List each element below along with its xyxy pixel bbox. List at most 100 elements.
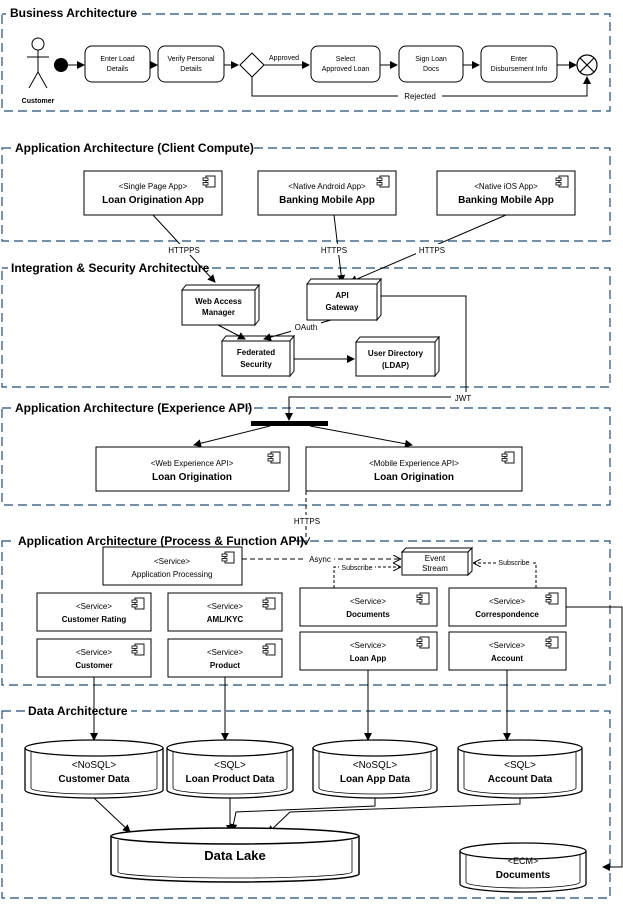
rejected-label: Rejected (404, 92, 436, 101)
db-ecm-documents: <ECM> Documents (459, 842, 587, 893)
svg-text:Approved Loan: Approved Loan (322, 66, 370, 73)
experience-mobile-api: <Mobile Experience API> Loan Origination (305, 446, 523, 492)
svg-text:Loan Origination App: Loan Origination App (102, 195, 204, 206)
fork-bar (251, 421, 328, 426)
svg-text:<Service>: <Service> (207, 602, 243, 611)
db-loan-app-data: <NoSQL> Loan App Data (312, 739, 438, 799)
svg-text:<SQL>: <SQL> (214, 760, 246, 771)
service-customer-rating: <Service> Customer Rating (36, 592, 152, 632)
service-aml-kyc: <Service> AML/KYC (167, 592, 283, 632)
approved-label: Approved (269, 55, 299, 62)
step-sign: Sign Loan Docs (398, 45, 464, 83)
svg-text:<Service>: <Service> (489, 597, 525, 606)
svg-text:Loan Product Data: Loan Product Data (186, 774, 275, 785)
node-event-stream: Event Stream (400, 546, 474, 577)
lane-title-process: Application Architecture (Process & Func… (18, 534, 304, 548)
svg-text:Enter Load: Enter Load (100, 56, 134, 63)
svg-text:Loan App Data: Loan App Data (340, 774, 411, 785)
svg-text:Docs: Docs (423, 66, 439, 73)
svg-text:Loan Origination: Loan Origination (152, 472, 232, 483)
svg-text:<NoSQL>: <NoSQL> (353, 760, 398, 771)
svg-text:Banking Mobile App: Banking Mobile App (458, 195, 554, 206)
edge-customer-lake (93, 797, 131, 833)
svg-text:<Single Page App>: <Single Page App> (119, 182, 188, 191)
svg-text:AML/KYC: AML/KYC (207, 615, 244, 624)
node-web-access-manager: Web Access Manager (180, 283, 261, 327)
svg-text:Documents: Documents (346, 610, 390, 619)
jwt-label: JWT (455, 394, 472, 403)
svg-text:<SQL>: <SQL> (504, 760, 536, 771)
end-node (576, 54, 598, 76)
service-application-processing: <Service> Application Processing (102, 546, 243, 586)
svg-text:Customer: Customer (75, 661, 112, 670)
actor-label: Customer (22, 98, 55, 105)
svg-text:Customer Data: Customer Data (58, 774, 130, 785)
edge-subscribe-correspondence (474, 563, 537, 588)
db-loan-product-data: <SQL> Loan Product Data (166, 739, 294, 799)
step-select: Select Approved Loan (310, 45, 381, 83)
edge-wam-federated (217, 324, 246, 340)
svg-text:<NoSQL>: <NoSQL> (72, 760, 117, 771)
httpps-label: HTTPPS (168, 246, 200, 255)
https-label-3: HTTPS (294, 517, 320, 526)
svg-text:<Service>: <Service> (76, 602, 112, 611)
svg-text:Data Lake: Data Lake (204, 848, 265, 863)
lane-data: Data Architecture (1, 702, 611, 899)
svg-text:Account Data: Account Data (488, 774, 553, 785)
db-account-data: <SQL> Account Data (457, 739, 583, 799)
https-label-2: HTTPS (419, 246, 445, 255)
svg-text:<Service>: <Service> (489, 641, 525, 650)
svg-text:Banking Mobile App: Banking Mobile App (279, 195, 375, 206)
svg-text:Select: Select (336, 56, 356, 63)
subscribe-label-2: Subscribe (498, 560, 529, 567)
svg-text:<Native iOS App>: <Native iOS App> (474, 182, 538, 191)
lane-title-data: Data Architecture (28, 704, 128, 718)
svg-text:<Mobile Experience API>: <Mobile Experience API> (369, 459, 459, 468)
svg-text:<Web Experience API>: <Web Experience API> (151, 459, 234, 468)
node-user-directory: User Directory (LDAP) (354, 335, 441, 378)
lane-title-experience: Application Architecture (Experience API… (15, 401, 252, 415)
service-documents: <Service> Documents (299, 587, 438, 627)
svg-text:Documents: Documents (496, 870, 551, 881)
https-label-1: HTTPS (321, 246, 347, 255)
decision-diamond (239, 52, 265, 78)
edge-subscribe-documents (333, 567, 400, 588)
svg-text:Product: Product (210, 661, 241, 670)
svg-text:Enter: Enter (511, 56, 528, 63)
svg-text:<Service>: <Service> (207, 648, 243, 657)
step-verify: Verify Personal Details (157, 45, 225, 83)
svg-text:Security: Security (240, 360, 272, 369)
subscribe-label-1: Subscribe (341, 565, 372, 572)
svg-text:Customer Rating: Customer Rating (62, 615, 127, 624)
svg-text:Account: Account (491, 654, 523, 663)
svg-text:Loan Origination: Loan Origination (374, 472, 454, 483)
oauth-label: OAuth (295, 323, 318, 332)
edge-fork-web (193, 425, 271, 448)
service-correspondence: <Service> Correspondence (448, 587, 567, 627)
async-label: Async (309, 555, 331, 564)
db-customer-data: <NoSQL> Customer Data (24, 739, 164, 799)
client-android-app: <Native Android App> Banking Mobile App (257, 170, 397, 216)
step-enter-load: Enter Load Details (84, 45, 151, 83)
edge-loanapp-lake (229, 798, 376, 832)
svg-text:Application Processing: Application Processing (132, 570, 213, 579)
client-spa-app: <Single Page App> Loan Origination App (83, 170, 223, 216)
svg-text:Disbursement Info: Disbursement Info (491, 66, 548, 73)
lane-process: Application Architecture (Process & Func… (1, 532, 611, 686)
svg-text:<Service>: <Service> (350, 597, 386, 606)
lane-title-integration: Integration & Security Architecture (11, 261, 210, 275)
service-loan-app: <Service> Loan App (299, 631, 438, 671)
svg-text:<Service>: <Service> (350, 641, 386, 650)
svg-text:Details: Details (180, 66, 202, 73)
lane-experience: Application Architecture (Experience API… (1, 399, 611, 506)
svg-text:Loan App: Loan App (350, 654, 387, 663)
svg-text:Web Access: Web Access (195, 297, 242, 306)
svg-text:Verify Personal: Verify Personal (167, 56, 215, 63)
service-product: <Service> Product (167, 638, 283, 678)
edge-correspondence-ecm (566, 606, 623, 871)
edge-fork-mobile (309, 425, 413, 448)
svg-text:Gateway: Gateway (326, 303, 359, 312)
node-api-gateway: API Gateway (305, 277, 383, 322)
svg-text:Event: Event (425, 554, 446, 563)
svg-text:Stream: Stream (422, 564, 448, 573)
